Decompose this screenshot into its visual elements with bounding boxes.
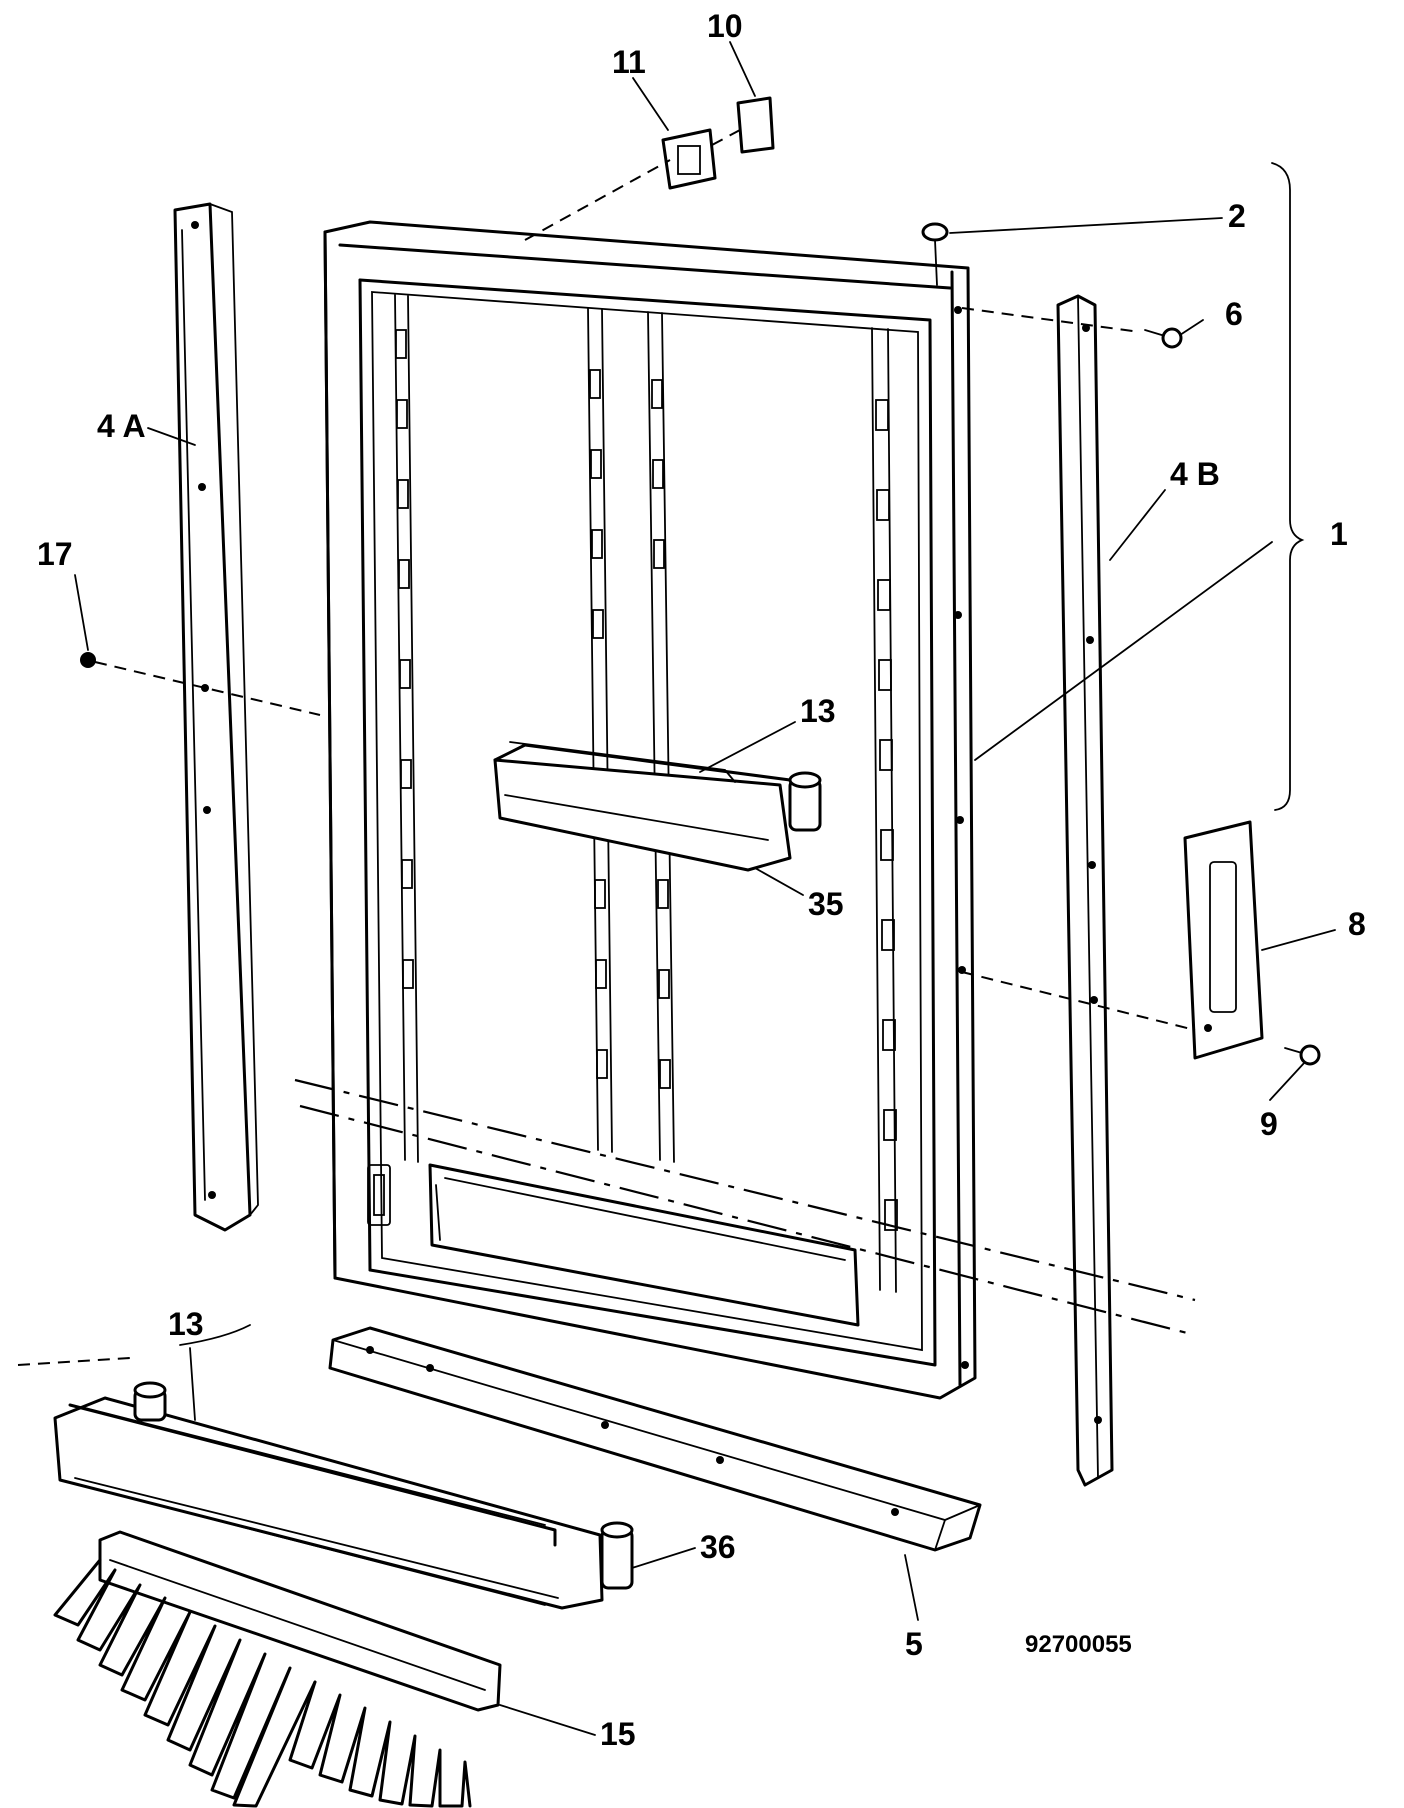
group-bracket <box>1271 162 1305 811</box>
callout-35: 35 <box>808 886 844 922</box>
callout-2: 2 <box>1228 198 1246 234</box>
part-11-cap <box>661 128 717 190</box>
part-6-screw <box>1144 327 1183 349</box>
part-9-screw <box>1284 1044 1321 1066</box>
rib-slots <box>395 329 898 1231</box>
door-frame <box>323 220 977 1400</box>
part-17-rivet <box>80 652 96 668</box>
callout-36: 36 <box>700 1529 736 1565</box>
callout-5: 5 <box>905 1626 923 1662</box>
part-36-shelf <box>53 1381 634 1610</box>
callout-1: 1 <box>1330 516 1348 552</box>
callout-13-lower: 13 <box>168 1306 204 1342</box>
part-35-shelf <box>493 741 822 872</box>
callout-6: 6 <box>1225 296 1243 332</box>
callout-9: 9 <box>1260 1106 1278 1142</box>
callout-10: 10 <box>707 8 743 44</box>
callout-17: 17 <box>37 536 73 572</box>
profile-4b <box>1056 294 1114 1487</box>
leader-lines <box>74 41 1336 1736</box>
part-8-handle <box>1183 820 1264 1060</box>
callout-4a: 4 A <box>97 408 146 444</box>
callout-15: 15 <box>600 1716 636 1752</box>
profile-4a <box>173 202 259 1232</box>
part-15-rack <box>53 1530 502 1808</box>
callout-8: 8 <box>1348 906 1366 942</box>
part-5-rail <box>328 1326 982 1552</box>
callout-4b: 4 B <box>1170 456 1220 492</box>
callout-11: 11 <box>612 44 646 80</box>
assembly-lines <box>17 129 1196 1366</box>
part-2-screw <box>921 222 949 286</box>
document-number: 92700055 <box>1025 1631 1132 1658</box>
part-10-plate <box>736 96 775 154</box>
callout-13-upper: 13 <box>800 693 836 729</box>
callout-labels: 10 11 2 6 4 A 4 B 1 17 13 35 8 9 13 36 5… <box>37 8 1366 1752</box>
